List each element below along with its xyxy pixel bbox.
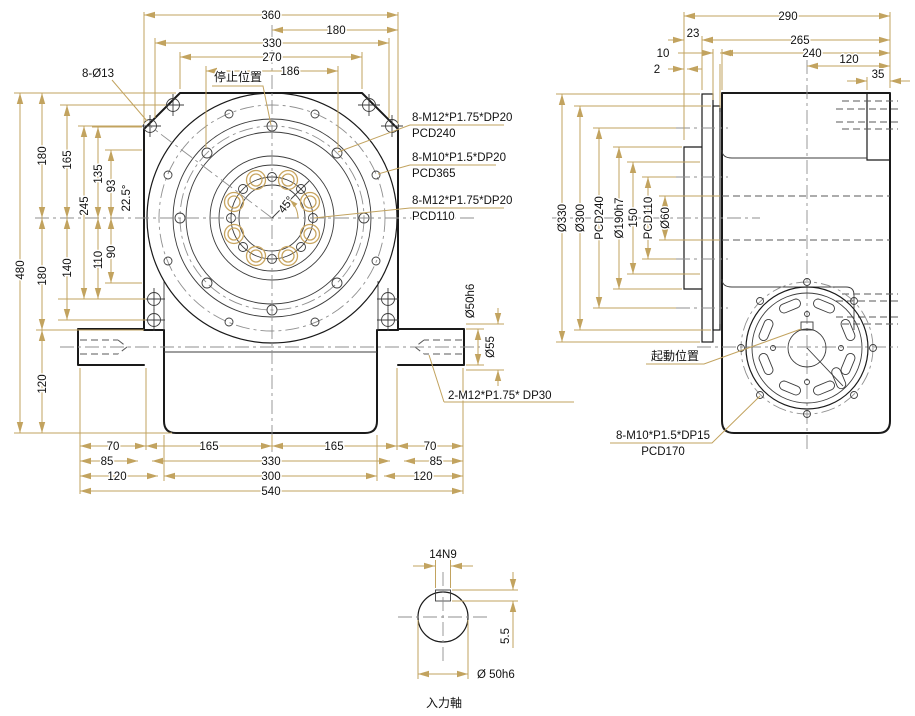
side-note-start-position: 起動位置 (651, 348, 699, 363)
front-dim-70-right: 70 (424, 441, 437, 453)
center-bolt-washers (223, 169, 321, 267)
side-dim-pcd240: PCD240 (594, 196, 606, 239)
corner-mounting-holes (139, 94, 403, 331)
side-note-tap2: PCD170 (641, 446, 684, 458)
detail-view-input-shaft: 14N9 5.5 Ø 50h6 入力軸 (398, 548, 518, 712)
front-dim-165-a: 165 (199, 441, 218, 453)
front-dim-540: 540 (261, 486, 280, 498)
front-dim-180-left-lower: 180 (37, 266, 49, 285)
front-dim-120-br: 120 (413, 471, 432, 483)
front-dim-shaft-dia: Ø50h6 (465, 284, 477, 319)
front-dim-180-left-upper: 180 (37, 146, 49, 165)
front-note-stop-position: 停止位置 (214, 69, 262, 84)
front-dim-120-left: 120 (37, 374, 49, 393)
side-dim-dia330: Ø330 (557, 204, 569, 232)
side-dim-10: 10 (657, 48, 670, 60)
side-dim-dia300: Ø300 (575, 204, 587, 232)
front-dim-360: 360 (261, 10, 280, 22)
front-note-bolt-c1: 8-M12*P1.75*DP20 (412, 195, 512, 207)
side-dim-23: 23 (687, 28, 700, 40)
front-dim-70-left: 70 (107, 441, 120, 453)
input-flange-face (737, 278, 877, 418)
detail-dim-key-depth: 5.5 (500, 628, 512, 644)
front-dim-186: 186 (280, 66, 299, 78)
side-dim-150: 150 (628, 208, 640, 227)
front-dim-270: 270 (262, 52, 281, 64)
side-dim-dia60: Ø60 (660, 207, 672, 229)
front-note-bolt-b1: 8-M10*P1.5*DP20 (412, 152, 506, 164)
front-dim-45-deg: 45° (277, 195, 297, 216)
front-note-bolt-a2: PCD240 (412, 128, 455, 140)
side-dim-265: 265 (790, 35, 809, 47)
front-view-dimensions: 360 180 330 270 186 8-Ø13 停止位置 480 180 1… (14, 9, 574, 500)
side-dim-pcd110: PCD110 (643, 197, 655, 240)
side-view-dimensions: 290 23 265 10 240 2 120 35 Ø330 Ø300 PCD… (556, 10, 910, 460)
front-dim-180-top: 180 (326, 25, 345, 37)
front-dim-120-bl: 120 (107, 471, 126, 483)
front-note-bolt-b2: PCD365 (412, 168, 455, 180)
front-dim-165-b: 165 (324, 441, 343, 453)
side-dim-240: 240 (802, 48, 821, 60)
front-dim-85-right: 85 (430, 456, 443, 468)
front-dim-330-bottom: 330 (261, 456, 280, 468)
side-note-tap1: 8-M10*P1.5*DP15 (616, 430, 710, 442)
side-view-geometry (552, 60, 902, 452)
detail-caption: 入力軸 (426, 696, 462, 710)
front-note-corner-holes: 8-Ø13 (82, 68, 114, 80)
side-dim-2: 2 (654, 64, 660, 76)
front-dim-135: 135 (93, 164, 105, 183)
front-dim-93: 93 (106, 180, 118, 193)
front-dim-165-left: 165 (62, 150, 74, 169)
side-dim-290: 290 (778, 11, 797, 23)
front-dim-85-left: 85 (101, 456, 114, 468)
side-dim-dia190h7: Ø190h7 (614, 198, 626, 239)
side-dim-35: 35 (872, 69, 885, 81)
detail-dim-key-width: 14N9 (429, 549, 457, 561)
front-view-geometry (35, 25, 480, 452)
side-dim-120: 120 (839, 54, 858, 66)
front-dim-22-5-deg: 22.5° (121, 185, 133, 212)
front-note-side-tap: 2-M12*P1.75* DP30 (448, 390, 552, 402)
front-dim-480: 480 (15, 260, 27, 279)
front-dim-110: 110 (93, 251, 105, 269)
front-dim-245: 245 (79, 196, 91, 215)
detail-dim-dia: Ø 50h6 (477, 669, 515, 681)
front-dim-90: 90 (106, 246, 118, 259)
front-dim-boss-dia: Ø55 (485, 336, 497, 358)
front-dim-330-top: 330 (262, 38, 281, 50)
front-note-bolt-a1: 8-M12*P1.75*DP20 (412, 112, 512, 124)
front-dim-300: 300 (261, 471, 280, 483)
front-note-bolt-c2: PCD110 (412, 211, 455, 223)
front-dim-140: 140 (62, 258, 74, 277)
